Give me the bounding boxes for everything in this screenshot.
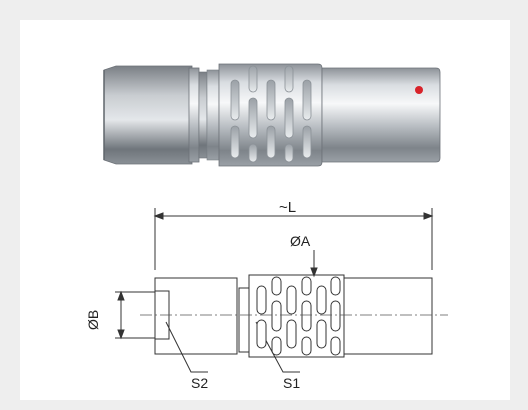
- drawing-left-body: [154, 277, 238, 355]
- drawing-right-body: [343, 277, 433, 355]
- s2-label: S2: [191, 375, 209, 391]
- s2-leader: [165, 321, 208, 373]
- drawing-collar: [238, 287, 250, 353]
- diameter-a-label: ØA: [290, 233, 311, 249]
- diameter-b-label: ØB: [85, 309, 101, 330]
- photo-indicator-dot: [415, 86, 423, 94]
- s1-label: S1: [283, 375, 301, 391]
- photo-right-barrel: [321, 67, 441, 163]
- length-label: ~L: [279, 199, 297, 216]
- photo-grip-slots: [230, 65, 312, 163]
- drawing-grip-slots: [256, 276, 341, 356]
